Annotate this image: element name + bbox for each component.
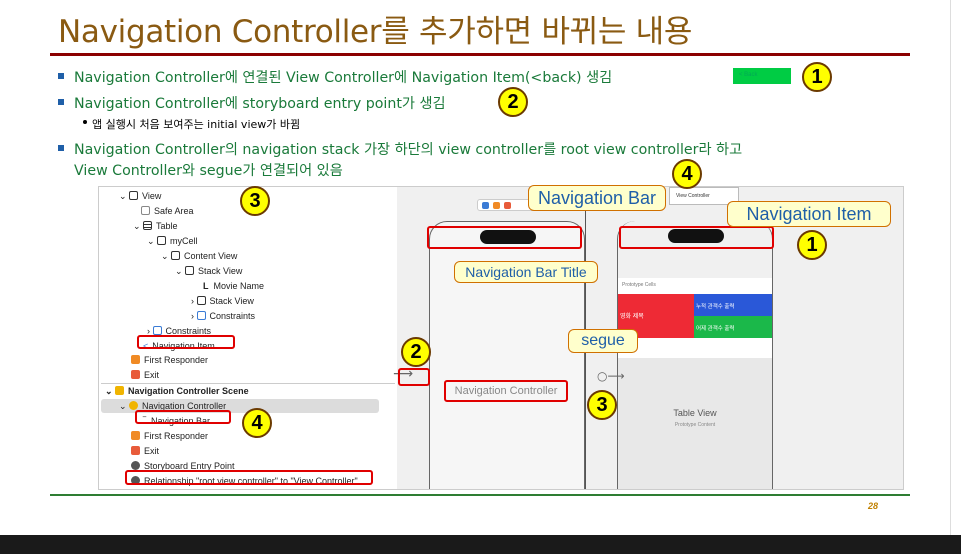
highlight-navigation-bar <box>135 410 231 424</box>
tree-table[interactable]: ⌄ Table <box>133 221 178 231</box>
notch-2 <box>668 229 724 243</box>
number-badge-1-canvas: 1 <box>797 230 827 260</box>
bullet-2: Navigation Controller에 storyboard entry … <box>58 93 446 113</box>
tree-exit-1[interactable]: Exit <box>131 368 159 382</box>
notch <box>480 230 536 244</box>
number-badge-2: 2 <box>498 87 528 117</box>
highlight-navigation-item <box>137 335 235 349</box>
cell-cumulative: 누적 관객수 출력 <box>694 294 772 316</box>
tree-exit-2[interactable]: Exit <box>131 444 159 458</box>
back-chip: < Back <box>733 68 791 84</box>
tree-navigation-bar[interactable]: ‾Navigation Bar <box>143 416 211 426</box>
back-chip-label: < Back <box>739 72 758 78</box>
selected-row <box>101 399 379 413</box>
tree-safe-area[interactable]: Safe Area <box>141 204 194 218</box>
title-divider <box>50 53 910 56</box>
highlight-nav-controller <box>444 380 568 402</box>
bullet-3: Navigation Controller의 navigation stack … <box>58 139 742 159</box>
dock-icon-1 <box>482 202 489 209</box>
bullet-3-cont-text: View Controller와 segue가 연결되어 있음 <box>74 163 343 179</box>
footer-divider <box>50 494 910 496</box>
bullet-3-text: Navigation Controller의 navigation stack … <box>74 142 743 158</box>
segue-arrow: ○⟶ <box>597 369 625 383</box>
callout-navigation-bar: Navigation Bar <box>528 185 666 211</box>
tree-view[interactable]: ⌄ View <box>119 191 162 201</box>
tree-relationship[interactable]: Relationship "root view controller" to "… <box>131 474 358 488</box>
callout-segue: segue <box>568 329 638 353</box>
tree-mycell[interactable]: ⌄ myCell <box>147 236 198 246</box>
storyboard-canvas: Title Prototype Cells 영화 제목 누적 관객수 출력 어제… <box>393 187 903 489</box>
document-outline: ⌄ View Safe Area ⌄ Table ⌄ myCell ⌄ Cont… <box>99 187 397 489</box>
sub-bullet: 앱 실행시 처음 보여주는 initial view가 바뀜 <box>82 118 301 131</box>
tree-navigation-controller[interactable]: ⌄ Navigation Controller <box>119 401 227 411</box>
callout-navigation-item: Navigation Item <box>727 201 891 227</box>
tree-stack-view-2[interactable]: › Stack View <box>191 296 254 306</box>
tree-first-responder-1[interactable]: First Responder <box>131 353 208 367</box>
nav-controller-label: Navigation Controller <box>454 385 558 397</box>
dock-icon-2 <box>493 202 500 209</box>
tree-navigation-item[interactable]: <Navigation Item <box>143 341 215 351</box>
page-number: 28 <box>868 501 879 511</box>
tree-first-responder-2[interactable]: First Responder <box>131 429 208 443</box>
tree-scene-header[interactable]: ⌄ Navigation Controller Scene <box>105 386 249 396</box>
number-badge-4-top: 4 <box>672 159 702 189</box>
number-badge-3-outline: 3 <box>240 186 270 216</box>
vc-header: View Controller <box>669 187 739 205</box>
cell-movie-title: 영화 제목 <box>618 294 694 338</box>
tree-stack-view[interactable]: ⌄ Stack View <box>175 266 243 276</box>
bullet-3-cont: View Controller와 segue가 연결되어 있음 <box>74 160 343 180</box>
number-badge-1: 1 <box>802 62 832 92</box>
tree-constraints-2[interactable]: › Constraints <box>147 326 212 336</box>
prototype-content-label: Prototype Content <box>674 422 716 428</box>
number-badge-2-canvas: 2 <box>401 337 431 367</box>
tree-content-view[interactable]: ⌄ Content View <box>161 251 238 261</box>
phone-view-controller: Prototype Cells 영화 제목 누적 관객수 출력 어제 관객수 출… <box>617 221 773 489</box>
callout-navigation-bar-title: Navigation Bar Title <box>454 261 598 283</box>
highlight-relationship <box>125 470 373 485</box>
number-badge-4-navbar: 4 <box>242 408 272 438</box>
tree-entry-point[interactable]: Storyboard Entry Point <box>131 459 235 473</box>
cell-yesterday: 어제 관객수 출력 <box>694 316 772 338</box>
xcode-screenshot: ⌄ View Safe Area ⌄ Table ⌄ myCell ⌄ Cont… <box>98 186 904 490</box>
bullet-1: Navigation Controller에 연결된 View Controll… <box>58 67 612 87</box>
table-area: Prototype Cells 영화 제목 누적 관객수 출력 어제 관객수 출… <box>618 278 772 489</box>
highlight-nav-bar-title <box>427 226 582 249</box>
dock-icon-3 <box>504 202 511 209</box>
highlight-nav-item-area <box>619 226 774 249</box>
highlight-entry-point <box>398 368 430 386</box>
tree-constraints-1[interactable]: › Constraints <box>191 311 256 321</box>
page-title: Navigation Controller를 추가하면 바뀌는 내용 <box>58 14 693 50</box>
bullet-1-text: Navigation Controller에 연결된 View Controll… <box>74 70 613 86</box>
number-badge-3-segue: 3 <box>587 390 617 420</box>
window-edge <box>950 0 961 535</box>
prototype-cells-label: Prototype Cells <box>622 282 656 288</box>
table-view-label: Table View <box>673 408 717 418</box>
bottom-bar <box>0 535 961 554</box>
bullet-2-text: Navigation Controller에 storyboard entry … <box>74 96 446 112</box>
